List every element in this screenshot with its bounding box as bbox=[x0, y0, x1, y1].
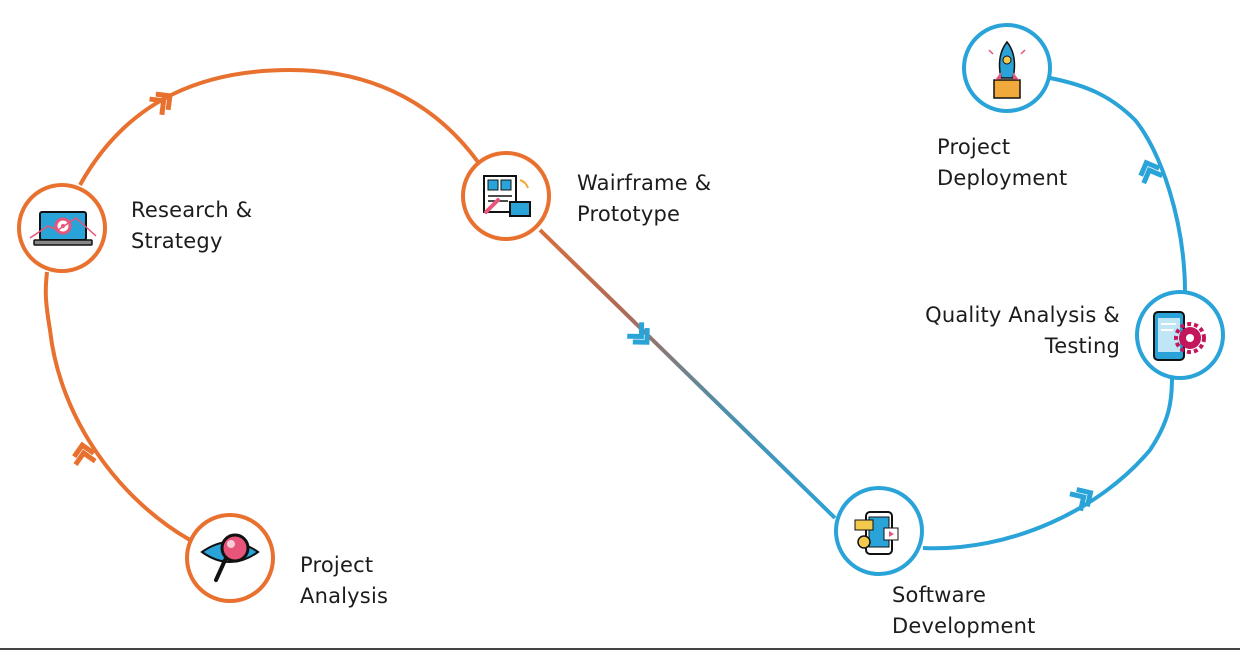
connector-development-quality bbox=[922, 377, 1174, 551]
label-line1: Project bbox=[300, 553, 374, 577]
arrow-bottom-right bbox=[1069, 487, 1094, 512]
magnifier-eye-icon bbox=[200, 533, 260, 582]
bottom-divider bbox=[0, 648, 1240, 650]
label-quality-analysis: Quality Analysis & Testing bbox=[925, 300, 1120, 362]
node-project-analysis bbox=[185, 513, 275, 603]
connector-research-wireframe bbox=[78, 67, 480, 186]
label-line2: Analysis bbox=[300, 584, 389, 608]
connector-analysis-research bbox=[43, 271, 191, 542]
phone-gear-icon bbox=[854, 511, 899, 555]
node-quality-analysis bbox=[1135, 290, 1225, 380]
label-line1: Wairframe & bbox=[577, 171, 712, 195]
node-software-development bbox=[834, 486, 924, 576]
label-software-development: Software Development bbox=[892, 580, 1036, 642]
label-research-strategy: Research & Strategy bbox=[131, 195, 252, 257]
connector-quality-deployment bbox=[1049, 76, 1187, 294]
label-line2: Testing bbox=[1044, 334, 1120, 358]
node-research-strategy bbox=[17, 183, 107, 273]
label-line1: Project bbox=[937, 135, 1011, 159]
label-wireframe-prototype: Wairframe & Prototype bbox=[577, 168, 711, 230]
arrow-diagonal-down bbox=[627, 322, 650, 345]
arrow-right-up bbox=[1138, 159, 1164, 185]
node-wireframe-prototype bbox=[461, 151, 551, 241]
laptop-target-icon bbox=[29, 211, 97, 246]
label-project-analysis: Project Analysis bbox=[300, 550, 388, 612]
rocket-box-icon bbox=[988, 40, 1026, 99]
label-line1: Quality Analysis & bbox=[925, 303, 1120, 327]
connector-wireframe-development bbox=[538, 228, 837, 520]
label-line2: Development bbox=[892, 614, 1036, 638]
label-project-deployment: Project Deployment bbox=[937, 132, 1067, 194]
label-line2: Strategy bbox=[131, 229, 223, 253]
label-line1: Research & bbox=[131, 198, 253, 222]
label-line2: Prototype bbox=[577, 202, 681, 226]
node-project-deployment bbox=[962, 23, 1052, 113]
wireframe-pencil-icon bbox=[483, 175, 531, 217]
arrow-left-up bbox=[72, 441, 97, 467]
phone-cog-icon bbox=[1153, 311, 1206, 361]
label-line2: Deployment bbox=[937, 166, 1068, 190]
label-line1: Software bbox=[892, 583, 987, 607]
arrow-top-right bbox=[149, 91, 173, 116]
